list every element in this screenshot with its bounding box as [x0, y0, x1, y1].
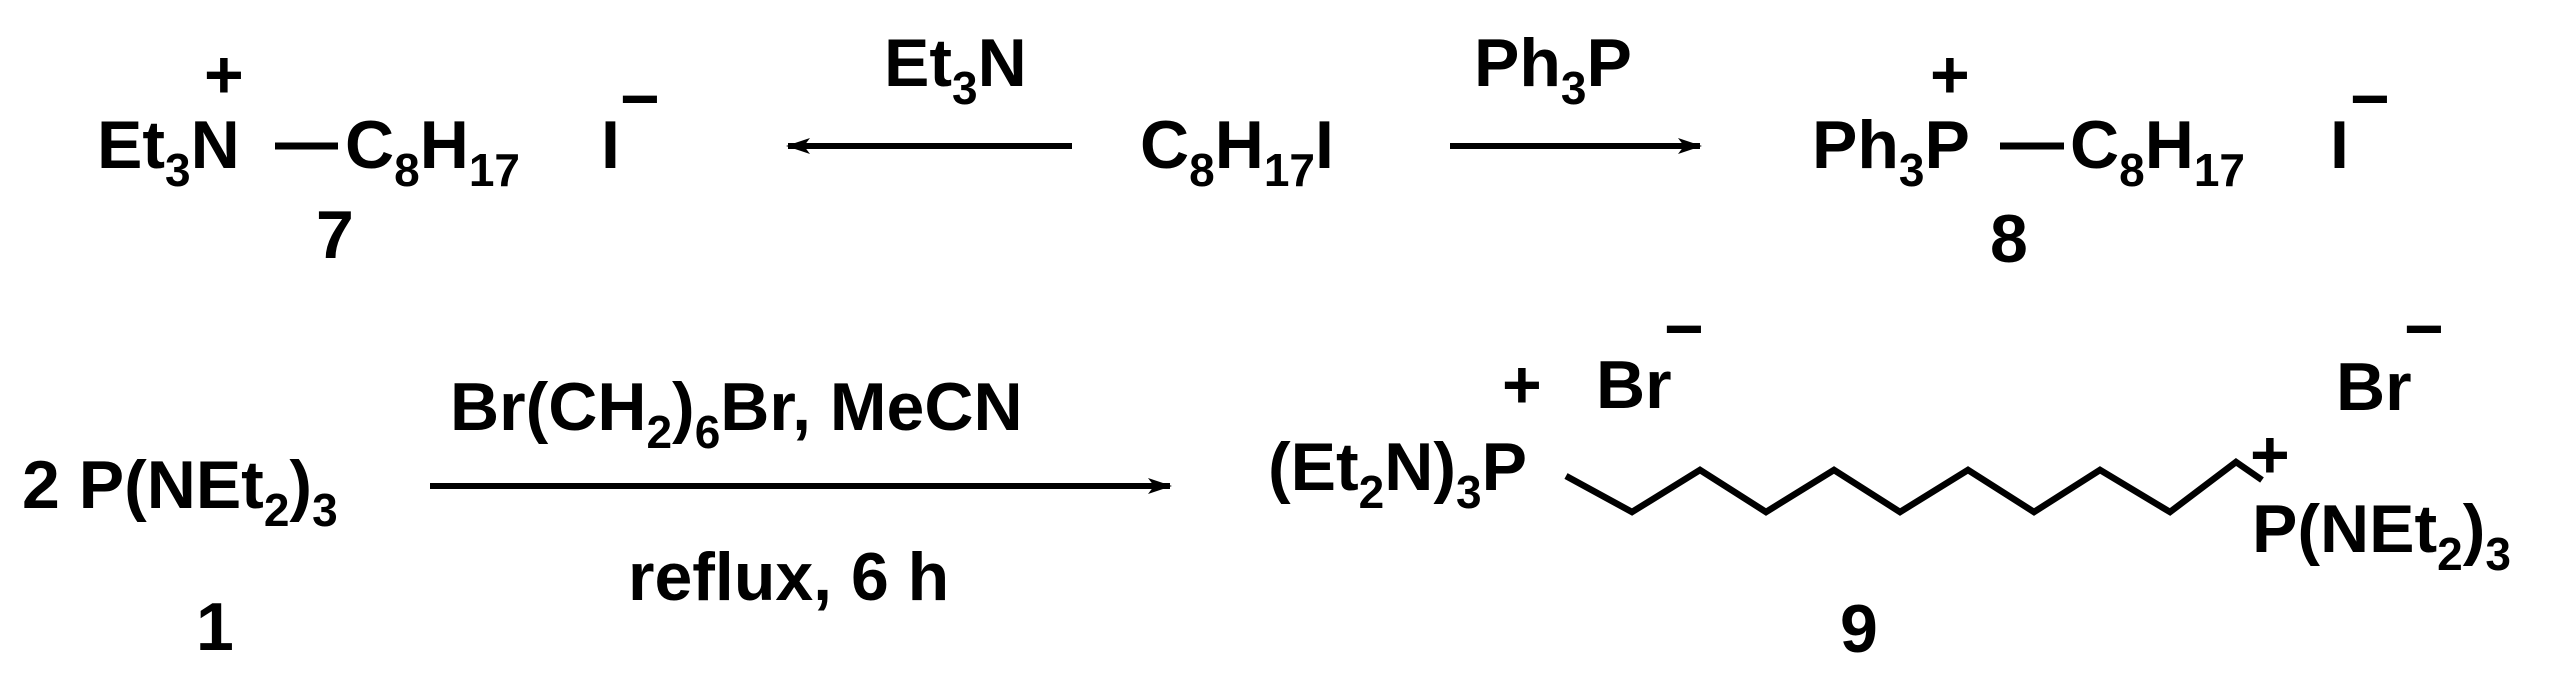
right-phosphonium-group: P(NEt2)3: [2252, 491, 2511, 580]
compound-label-9: 9: [1840, 591, 1878, 667]
iodide-charge-8: −: [2350, 61, 2390, 137]
octyl-group-label: C8H17: [345, 107, 520, 196]
product-9: (Et2N)3P + Br − + Br − P(NEt2)3 9: [1268, 291, 2511, 667]
left-phosphonium-charge: +: [1502, 347, 1542, 423]
et3n-cation-label: Et3N: [97, 107, 240, 196]
arrow-ph3p: Ph3P: [1450, 25, 1702, 154]
left-phosphonium-group: (Et2N)3P: [1268, 429, 1527, 518]
reagent-et3n: Et3N: [884, 25, 1027, 114]
octyl-iodide-substrate: C8H17I: [1140, 107, 1334, 196]
iodide-counterion-8: I: [2330, 107, 2349, 183]
octyl-group-label-8: C8H17: [2070, 107, 2245, 196]
left-bromide-charge: −: [1664, 291, 1704, 367]
product-8: Ph3P + C8H17 I − 8: [1812, 37, 2390, 277]
conditions-top: Br(CH2)6Br, MeCN: [450, 369, 1023, 458]
compound-label-8: 8: [1990, 201, 2028, 277]
conditions-bottom: reflux, 6 h: [628, 539, 949, 615]
right-bromide-charge: −: [2404, 291, 2444, 367]
arrow-et3n: Et3N: [786, 25, 1072, 154]
hexamethylene-chain: [1564, 457, 2264, 516]
right-phosphonium-charge: +: [2250, 417, 2290, 493]
compound-label-1: 1: [196, 589, 234, 665]
arrow-conditions: Br(CH2)6Br, MeCN reflux, 6 h: [430, 369, 1172, 615]
left-bromide-counterion: Br: [1596, 347, 1672, 423]
product-7: Et3N + C8H17 I − 7: [97, 37, 660, 273]
iodide-charge: −: [620, 61, 660, 137]
phosphorus-triamide: 2 P(NEt2)3: [22, 447, 338, 536]
reagent-ph3p: Ph3P: [1474, 25, 1632, 114]
iodide-counterion: I: [601, 107, 620, 183]
reactant-1: 2 P(NEt2)3 1: [22, 447, 338, 665]
right-bromide-counterion: Br: [2336, 349, 2412, 425]
compound-label-7: 7: [316, 197, 354, 273]
phosphonium-charge: +: [1930, 37, 1970, 113]
ammonium-charge: +: [204, 37, 244, 113]
ph3p-cation-label: Ph3P: [1812, 107, 1970, 196]
